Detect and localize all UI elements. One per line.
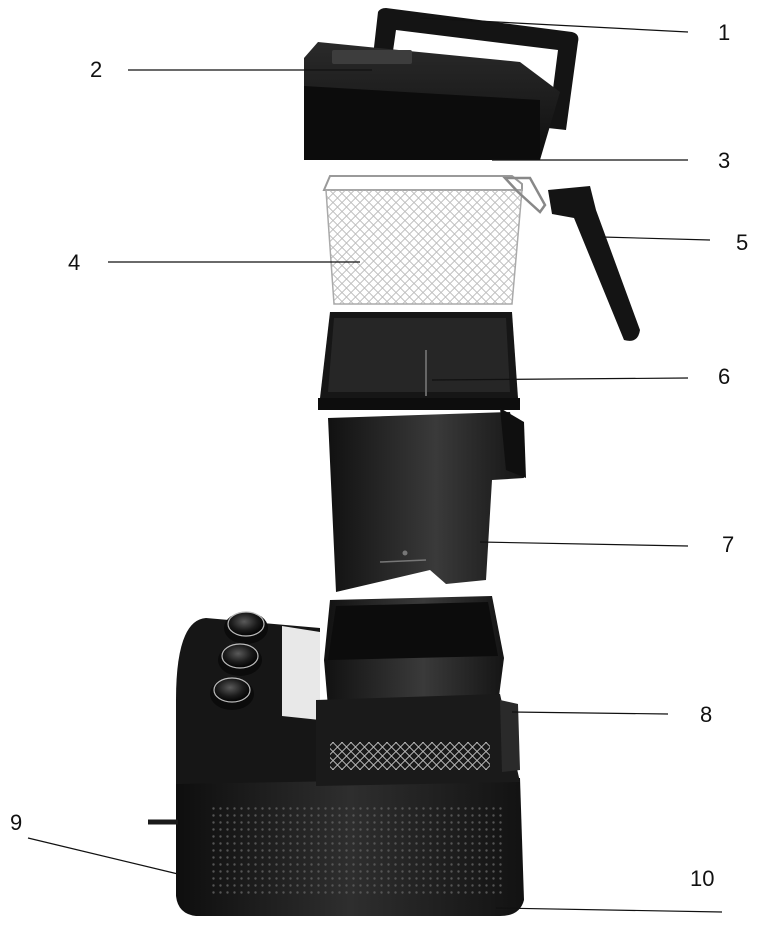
basket-rim [322,175,523,191]
basket-mesh [325,189,523,305]
callout-10: 10 [690,866,714,891]
callout-7: 7 [722,532,734,557]
callout-3: 3 [718,148,730,173]
side-latch [500,700,520,772]
lid-handle [368,8,579,130]
callout-1: 1 [718,20,730,45]
callout-4: 4 [68,250,80,275]
inner-pot [328,408,526,592]
lid-assembly [304,8,579,160]
lid-release-button [332,50,412,64]
callout-2: 2 [90,57,102,82]
vent-holes [212,806,502,894]
basket-handle [548,186,640,341]
filter-tray [318,312,520,410]
basket-bracket [502,176,547,214]
callout-8: 8 [700,702,712,727]
knob-bottom-icon [210,677,254,710]
lower-mesh [330,742,490,770]
knob-top-icon [224,611,268,644]
knob-middle-icon [218,643,262,676]
callout-6: 6 [718,364,730,389]
frying-basket [322,175,640,341]
main-body [148,611,524,916]
lid-front [304,86,540,160]
leader-lines [27,17,723,913]
callout-5: 5 [736,230,748,255]
control-panel [282,626,320,720]
callout-labels: 1 2 3 4 5 6 7 8 9 10 [10,20,748,891]
callout-9: 9 [10,810,22,835]
